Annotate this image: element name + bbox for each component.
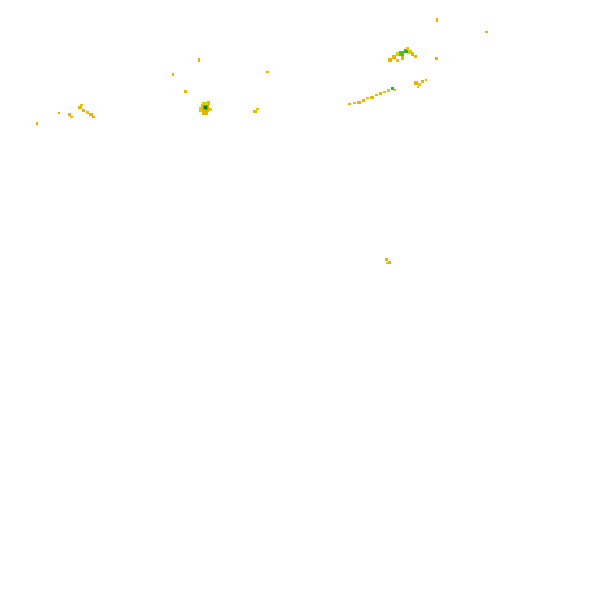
echo-pixel [80,104,83,106]
echo-pixel [357,101,361,104]
echo-pixel [391,87,394,90]
echo-pixel [387,89,390,92]
echo-pixel [417,86,419,88]
echo-pixel [86,111,89,114]
echo-pixel [404,49,408,53]
echo-pixel [199,107,202,112]
echo-pixel [379,92,382,95]
echo-pixel [370,96,374,99]
echo-cell-south [385,258,391,264]
echo-pixel [386,262,388,264]
echo-pixel [202,112,208,115]
echo-pixel [396,59,399,62]
echo-cell-east-small [414,79,427,88]
echo-pixel [421,80,424,83]
echo-cell-east-isolated [435,18,488,60]
echo-pixel [388,58,392,62]
echo-pixel [383,91,386,93]
echo-pixel [406,47,409,50]
echo-pixel [385,258,388,261]
echo-pixel [82,109,85,112]
echo-pixel [414,81,418,85]
echo-pixel [207,101,210,105]
echo-pixel [411,52,414,56]
echo-pixel [58,112,60,114]
echo-pixel [436,18,438,22]
echo-pixel [366,97,369,99]
echo-pixel [256,108,259,110]
echo-pixel [204,106,207,109]
echo-cell-northeast-band [348,87,396,105]
echo-pixel [375,94,378,96]
echo-pixel [418,83,421,86]
echo-pixel [202,102,208,105]
echo-pixel [70,116,73,118]
echo-pixel [184,90,187,93]
echo-pixel [408,50,412,54]
echo-pixel [209,108,212,111]
echo-pixel [396,52,400,56]
echo-pixel [68,113,71,116]
echo-pixel [362,99,365,102]
echo-cell-northeast-cluster [388,47,417,62]
echo-cell-central-core [199,101,212,115]
echo-pixel [392,55,396,59]
echo-pixel [425,79,427,81]
echo-pixel [414,55,417,58]
echo-cell-far-west [36,122,38,125]
echo-pixel [92,116,95,118]
echo-cell-west [58,104,95,118]
echo-pixel [36,122,38,125]
echo-pixel [485,31,488,33]
echo-pixel [435,57,438,60]
echo-pixel [353,102,356,104]
echo-pixel [266,71,269,73]
echo-pixel [89,113,93,116]
echo-pixel [198,58,200,62]
echo-pixel [78,106,82,109]
echo-pixel [253,110,257,113]
echo-pixel [394,89,396,91]
echo-cell-central-isolated [172,58,269,113]
echo-pixel [388,261,391,264]
echo-pixel [172,73,174,76]
echo-pixel [401,56,404,60]
echo-pixel [348,103,351,105]
echo-pixel [399,51,404,56]
